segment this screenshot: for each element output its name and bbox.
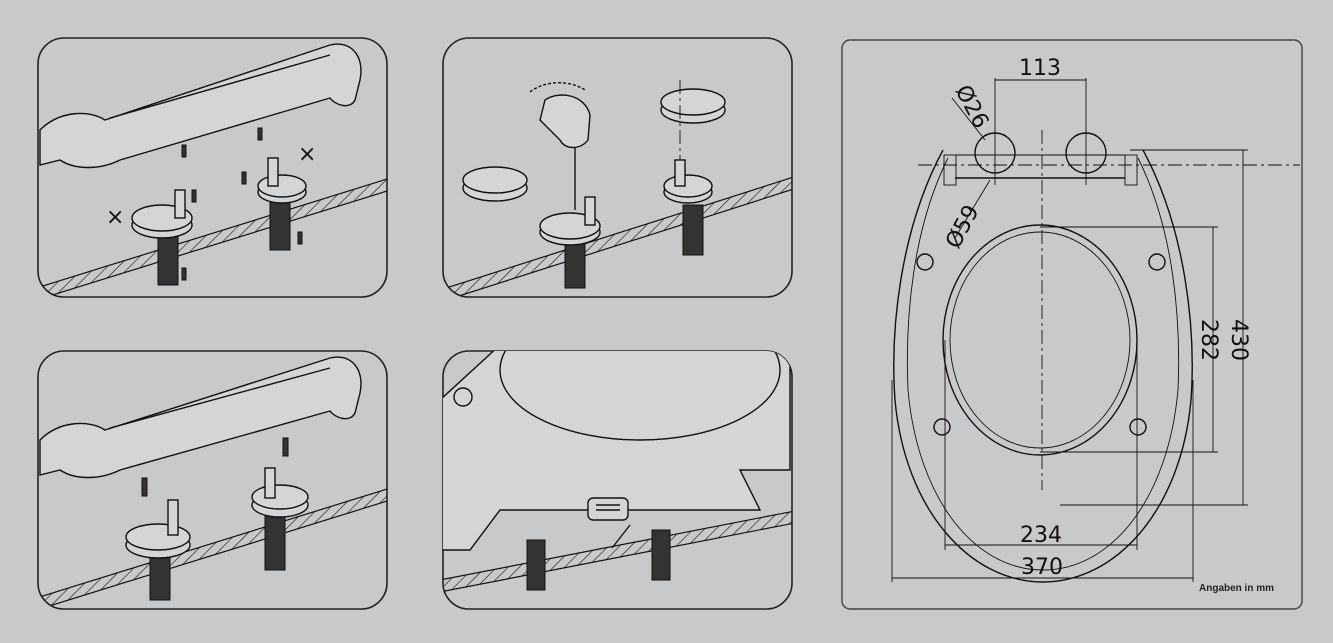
fitting-left [539,196,601,289]
fitting-right [257,157,307,251]
cover-cap-right [660,80,726,170]
dim-hinge-spacing: 113 [1019,56,1061,81]
dim-opening-length: 282 [1196,319,1221,361]
step-3-panel [37,350,388,610]
step-4-panel [442,350,793,610]
dim-overall-length: 430 [1226,319,1251,361]
wrong-mark-icon: × [106,205,124,230]
cover-cap-left [462,166,528,202]
arrow-icons [181,127,303,281]
fitting-left [125,499,191,601]
fitting-right [663,159,713,256]
seat-outline [893,149,1193,583]
seat-hinge-bar [39,43,362,169]
seat-underside [443,351,791,551]
dim-opening-width: 234 [1020,523,1062,548]
dimension-drawing-panel: 113 Ø26 Ø59 430 282 234 370 Angaben in m… [841,39,1303,610]
dim-overall-width: 370 [1021,555,1063,580]
fitting-left [131,189,193,286]
release-button [587,497,629,521]
fitting-right [251,467,309,571]
wrong-mark-icon: × [298,142,316,167]
step-2-panel [442,37,793,298]
step-1-panel: × × [37,37,388,298]
hand-screwdriver [539,94,591,210]
unit-note: Angaben in mm [1199,583,1274,594]
